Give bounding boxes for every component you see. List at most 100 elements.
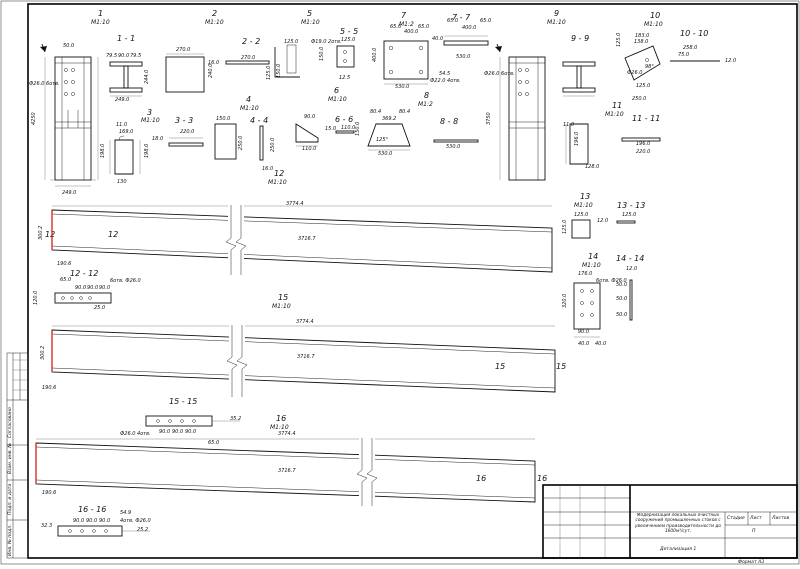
section-2-2: 2 - 2 270.0 16.0 125.0 — [208, 37, 300, 78]
section-10-10: 10 - 10 258.0 75.0 12.0 — [670, 29, 736, 64]
beam12-mark: 12 — [108, 230, 118, 239]
v7-b: 65.0 — [418, 24, 429, 30]
v1-bolts: Ф26.0 6отв. — [29, 81, 60, 87]
beam15-len: 3774.4 — [296, 319, 314, 325]
view-7-number: 7 — [401, 11, 407, 20]
v5-h: 150.0 — [276, 64, 282, 78]
v14-w: 176.0 — [578, 271, 592, 277]
s12-t: 25.0 — [94, 305, 105, 311]
v1-top-dim: 50.0 — [63, 43, 74, 49]
s15-label: 15 - 15 — [169, 397, 197, 406]
view-14-plate: 14 М1:10 176.0 6отв. Ф26.0 320.0 90.0 40… — [562, 252, 627, 347]
s14-label: 14 - 14 — [616, 254, 644, 263]
s7-w: 530.0 — [456, 54, 470, 60]
section-13-13: 13 - 13 125.0 12.0 — [597, 201, 645, 224]
section-5-5: 5 - 5 Ф19.0 2отв. 125.0 150.0 12.5 — [311, 27, 358, 81]
s7-label: 7 - 7 — [452, 13, 471, 22]
view-6-scale: М1:10 — [328, 96, 347, 103]
s1-h: 244.0 — [144, 70, 150, 84]
stamp-inv-sub: Взам. инв. № — [7, 443, 13, 474]
view-10-scale: М1:10 — [644, 21, 663, 28]
s10-b: 75.0 — [678, 52, 689, 58]
s10-c: 12.0 — [725, 58, 736, 64]
s12-d: 90.0 — [99, 285, 110, 291]
view-11-number: 11 — [612, 101, 622, 110]
beam15-h: 300.2 — [40, 346, 46, 360]
section-16-16: 16 - 16 54.9 90.0 90.0 90.0 32.3 4отв. Ф… — [41, 505, 151, 537]
v11-a: 11.0 — [563, 122, 574, 128]
s12-b: 90.0 — [75, 285, 86, 291]
s12-bolt: 6отв. Ф26.0 — [110, 278, 141, 284]
view-16-scale: М1:10 — [270, 424, 289, 431]
v8-h: 150.0 — [355, 122, 361, 136]
s14-a: 12.0 — [626, 266, 637, 272]
s5-e: 12.5 — [339, 75, 350, 81]
v1-width: 249.0 — [62, 190, 76, 196]
s16-b: 90.0 — [73, 518, 84, 524]
s9-label: 9 - 9 — [571, 34, 589, 43]
s16-label: 16 - 16 — [78, 505, 106, 514]
view-10-number: 10 — [650, 11, 660, 20]
s15-b: 90.0 — [159, 429, 170, 435]
tb-format: Формат А3 — [738, 559, 764, 565]
view-11-plate: 11 М1:10 11.0 196.0 128.0 — [563, 101, 624, 170]
s15-bolt: Ф26.0 4отв. — [120, 431, 151, 437]
view-7-scale: М1:2 — [399, 21, 414, 28]
view-9-column: 9 М1:10 Ф26.0 6отв. 3750 — [484, 9, 566, 181]
s1-b: 90.0 — [118, 53, 129, 59]
s10-label: 10 - 10 — [680, 29, 708, 38]
view-15-beam: 15 М1:10 3774.4 3716.7 300.2 190.6 15 15 — [40, 293, 566, 397]
section-4-4: 4 - 4 250.0 16.0 — [250, 116, 276, 172]
s16-e: 32.3 — [41, 523, 52, 529]
s7-t: 40.0 — [432, 36, 443, 42]
v3-b: 169.0 — [119, 129, 133, 135]
beam12-h: 300.2 — [38, 226, 44, 240]
s4-h: 250.0 — [270, 138, 276, 152]
v14-a: 90.0 — [578, 329, 589, 335]
v4-h: 250.0 — [238, 136, 244, 150]
v9-h: 3750 — [486, 112, 492, 125]
s14-d: 50.0 — [616, 312, 627, 318]
s1-label: 1 - 1 — [117, 34, 135, 43]
beam12-in: 3716.7 — [298, 236, 316, 242]
v2-h: 240.0 — [208, 64, 214, 78]
v7-a: 65.0 — [390, 24, 401, 30]
v8-c: 80.4 — [399, 109, 410, 115]
v3-c: 198.0 — [100, 144, 106, 158]
v11-c: 128.0 — [585, 164, 599, 170]
view-13-number: 13 — [580, 192, 590, 201]
tb-sheet-header: Лист — [749, 515, 762, 521]
v3-d: 198.0 — [144, 144, 150, 158]
view-9-scale: М1:10 — [547, 19, 566, 26]
v7-e: 54.5 — [439, 71, 450, 77]
v14-h: 320.0 — [562, 294, 568, 308]
s11-w: 196.0 — [636, 141, 650, 147]
view-4-scale: М1:10 — [240, 105, 259, 112]
beam15-in: 3716.7 — [297, 354, 315, 360]
view-11-scale: М1:10 — [605, 111, 624, 118]
s15-d: 90.0 — [185, 429, 196, 435]
view-9-number: 9 — [554, 9, 559, 18]
section-8-8: 8 - 8 530.0 — [433, 117, 479, 150]
view-16-beam: 16 М1:10 3774.4 65.0 3716.7 190.6 16 16 — [35, 414, 547, 506]
beam15-e: 190.6 — [42, 385, 56, 391]
v10-e: Ф26.0 — [627, 70, 642, 76]
s16-bolt: 4отв. Ф26.0 — [120, 518, 151, 524]
stamp-inv-orig: Инв. № подл. — [7, 524, 13, 556]
s16-t: 25.2 — [137, 527, 148, 533]
tb-description-box: Модернизация локальных очистных сооружен… — [635, 513, 721, 534]
beam16-len: 3774.4 — [278, 431, 296, 437]
s8-w: 530.0 — [446, 144, 460, 150]
view-3-number: 3 — [147, 108, 152, 117]
beam12-mark-l: 12 — [45, 230, 55, 239]
s14-c: 50.0 — [616, 296, 627, 302]
view-1-column: 1 М1:10 50.0 Ф26.0 6отв. 4250 249.0 — [29, 9, 110, 196]
v6-w: 90.0 — [304, 114, 315, 120]
s13-w: 125.0 — [622, 212, 636, 218]
section-11-11: 11 - 11 196.0 220.0 — [621, 114, 661, 155]
view-8-scale: М1:2 — [418, 101, 433, 108]
s3-label: 3 - 3 — [175, 116, 193, 125]
view-5-angle: 5 М1:10 125.0 150.0 — [266, 9, 320, 80]
s6-label: 6 - 6 — [335, 115, 353, 124]
s6-b: 110.0 — [341, 125, 355, 131]
